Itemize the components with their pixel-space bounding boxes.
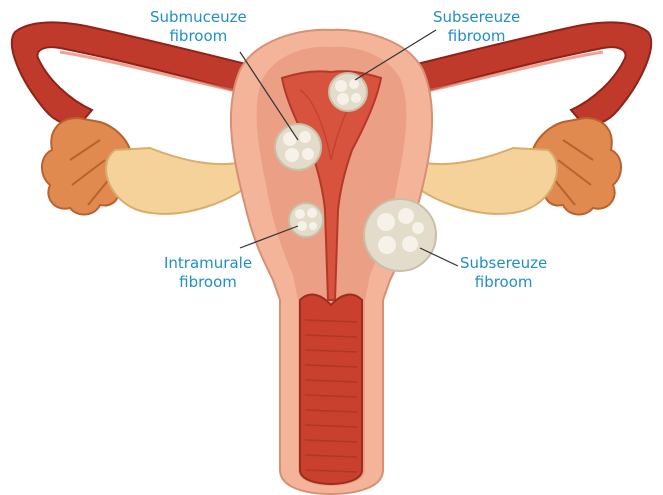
label-subserous-top-line1: Subsereuze [433, 8, 520, 27]
right-ovary [408, 148, 557, 214]
fibroid-subserous-large [364, 199, 436, 271]
label-intramural-line1: Intramurale [164, 254, 252, 273]
fibroid-intramural [289, 203, 323, 237]
label-intramural-fibroid: Intramurale fibroom [164, 254, 252, 292]
label-intramural-line2: fibroom [164, 273, 252, 292]
label-submucous-fibroid: Submuceuze fibroom [150, 8, 247, 46]
label-submucous-line1: Submuceuze [150, 8, 247, 27]
label-subserous-right-line1: Subsereuze [460, 254, 547, 273]
label-subserous-top-fibroid: Subsereuze fibroom [433, 8, 520, 46]
fibroid-submucous [275, 124, 321, 170]
fibroid-top [329, 73, 367, 111]
label-subserous-top-line2: fibroom [433, 27, 520, 46]
label-submucous-line2: fibroom [150, 27, 247, 46]
left-ovary [106, 148, 255, 214]
vaginal-canal [300, 295, 362, 484]
label-subserous-right-fibroid: Subsereuze fibroom [460, 254, 547, 292]
label-subserous-right-line2: fibroom [460, 273, 547, 292]
